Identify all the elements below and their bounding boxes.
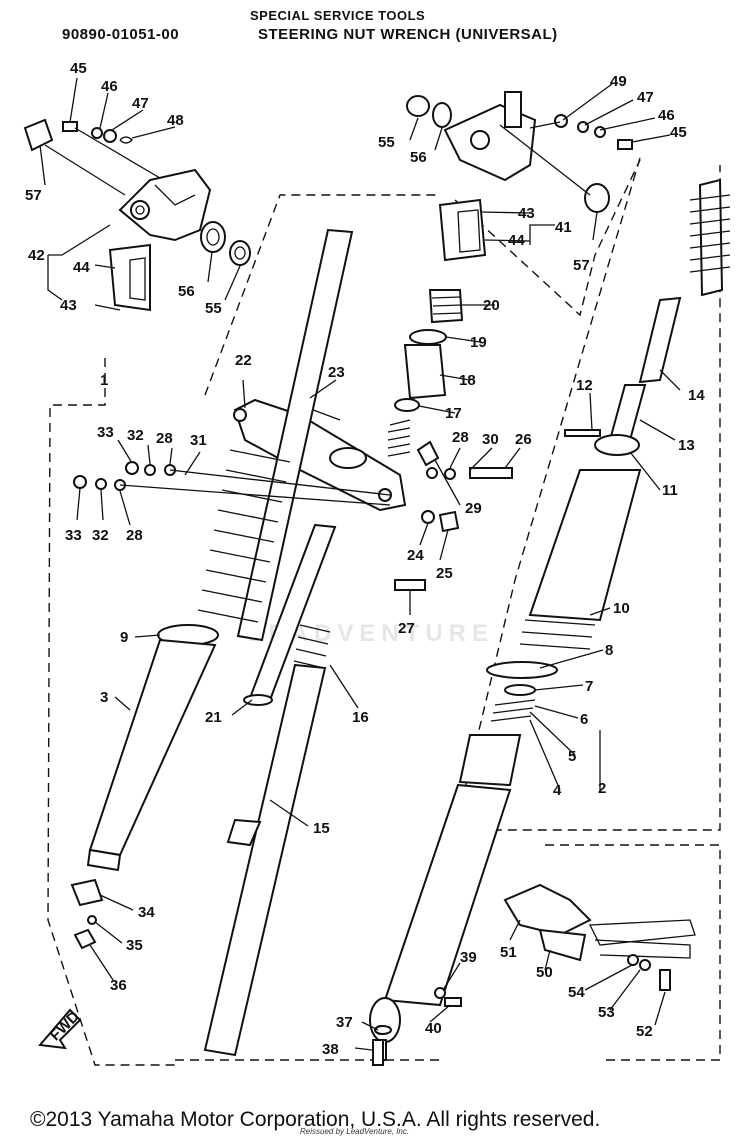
callout-46-right: 46: [658, 107, 675, 124]
callout-54: 54: [568, 984, 585, 1001]
callout-34: 34: [138, 904, 155, 921]
callout-24: 24: [407, 547, 424, 564]
callout-26: 26: [515, 431, 532, 448]
callout-39: 39: [460, 949, 477, 966]
left-headlight-bracket: [23, 118, 251, 312]
callout-28-lower: 28: [126, 527, 143, 544]
fork-cap-assembly: [387, 289, 464, 457]
callout-28-right: 28: [452, 429, 469, 446]
callout-49: 49: [610, 73, 627, 90]
callout-4: 4: [553, 782, 562, 799]
callout-41: 41: [555, 219, 572, 236]
callout-56-right: 56: [410, 149, 427, 166]
callout-8: 8: [605, 642, 613, 659]
callout-36: 36: [110, 977, 127, 994]
callout-44-right: 44: [508, 232, 525, 249]
callout-20: 20: [483, 297, 500, 314]
callout-3: 3: [100, 689, 108, 706]
header-tool-name: STEERING NUT WRENCH (UNIVERSAL): [258, 26, 558, 43]
lower-clamp-bracket: [503, 883, 696, 991]
callout-7: 7: [585, 678, 593, 695]
callout-48: 48: [167, 112, 184, 129]
callout-45: 45: [70, 60, 87, 77]
callout-14: 14: [688, 387, 705, 404]
left-damper-rod: [203, 523, 337, 1057]
callout-40: 40: [425, 1020, 442, 1037]
callout-6: 6: [580, 711, 588, 728]
callout-43-right: 43: [518, 205, 535, 222]
left-fork-group-boundary-upper: [204, 194, 440, 396]
callout-10: 10: [613, 600, 630, 617]
callout-32: 32: [127, 427, 144, 444]
footer-subtext: Reissued by LeadVenture, Inc.: [300, 1127, 410, 1136]
callout-51: 51: [500, 944, 517, 961]
callout-9: 9: [120, 629, 128, 646]
callout-18: 18: [459, 372, 476, 389]
callout-47: 47: [132, 95, 149, 112]
callout-30: 30: [482, 431, 499, 448]
leader-lines: [39, 77, 681, 1051]
callout-47-right: 47: [637, 89, 654, 106]
callout-1: 1: [100, 372, 108, 389]
copyright-footer: ©2013 Yamaha Motor Corporation, U.S.A. A…: [30, 1108, 601, 1131]
left-fork: [70, 228, 354, 950]
callout-23: 23: [328, 364, 345, 381]
callout-labels: 45 46 47 48 57 42 44 43 56 55 55 56 49 4…: [25, 60, 705, 1058]
callout-44: 44: [73, 259, 90, 276]
callout-13: 13: [678, 437, 695, 454]
callout-17: 17: [445, 405, 462, 422]
callout-22: 22: [235, 352, 252, 369]
header-part-number: 90890-01051-00: [62, 26, 180, 43]
fwd-label: FWD: [47, 1008, 83, 1044]
callout-57-right: 57: [573, 257, 590, 274]
callout-55-right: 55: [378, 134, 395, 151]
callout-57: 57: [25, 187, 42, 204]
left-fork-group-boundary: [47, 358, 175, 1066]
callout-42: 42: [28, 247, 45, 264]
middle-fasteners: [73, 429, 601, 591]
callout-45-right: 45: [670, 124, 687, 141]
callout-53: 53: [598, 1004, 615, 1021]
callout-12: 12: [576, 377, 593, 394]
header-tools-title: SPECIAL SERVICE TOOLS: [250, 8, 426, 23]
callout-11: 11: [662, 482, 678, 499]
callout-16: 16: [352, 709, 369, 726]
right-headlight-bracket: [406, 91, 633, 262]
callout-43: 43: [60, 297, 77, 314]
callout-19: 19: [470, 334, 487, 351]
bottom-group-boundary: [545, 844, 721, 1061]
callout-35: 35: [126, 937, 143, 954]
right-fork-lower: [369, 783, 512, 1061]
callout-21: 21: [205, 709, 222, 726]
callout-2: 2: [598, 780, 606, 797]
callout-52: 52: [636, 1023, 653, 1040]
callout-28: 28: [156, 430, 173, 447]
callout-25: 25: [436, 565, 453, 582]
callout-56: 56: [178, 283, 195, 300]
upper-bracket-boundary: [454, 159, 641, 317]
callout-46: 46: [101, 78, 118, 95]
callout-29: 29: [465, 500, 482, 517]
callout-31: 31: [190, 432, 207, 449]
right-fork-upper: [458, 178, 731, 787]
callout-37: 37: [336, 1014, 353, 1031]
fwd-arrow-icon: FWD: [38, 1008, 83, 1050]
callout-50: 50: [536, 964, 553, 981]
callout-15: 15: [313, 820, 330, 837]
callout-33: 33: [97, 424, 114, 441]
callout-5: 5: [568, 748, 576, 765]
callout-33-lower: 33: [65, 527, 82, 544]
callout-32-lower: 32: [92, 527, 109, 544]
callout-38: 38: [322, 1041, 339, 1058]
callout-27: 27: [398, 620, 415, 637]
bottom-drain-bolt: [372, 1025, 392, 1066]
callout-55: 55: [205, 300, 222, 317]
